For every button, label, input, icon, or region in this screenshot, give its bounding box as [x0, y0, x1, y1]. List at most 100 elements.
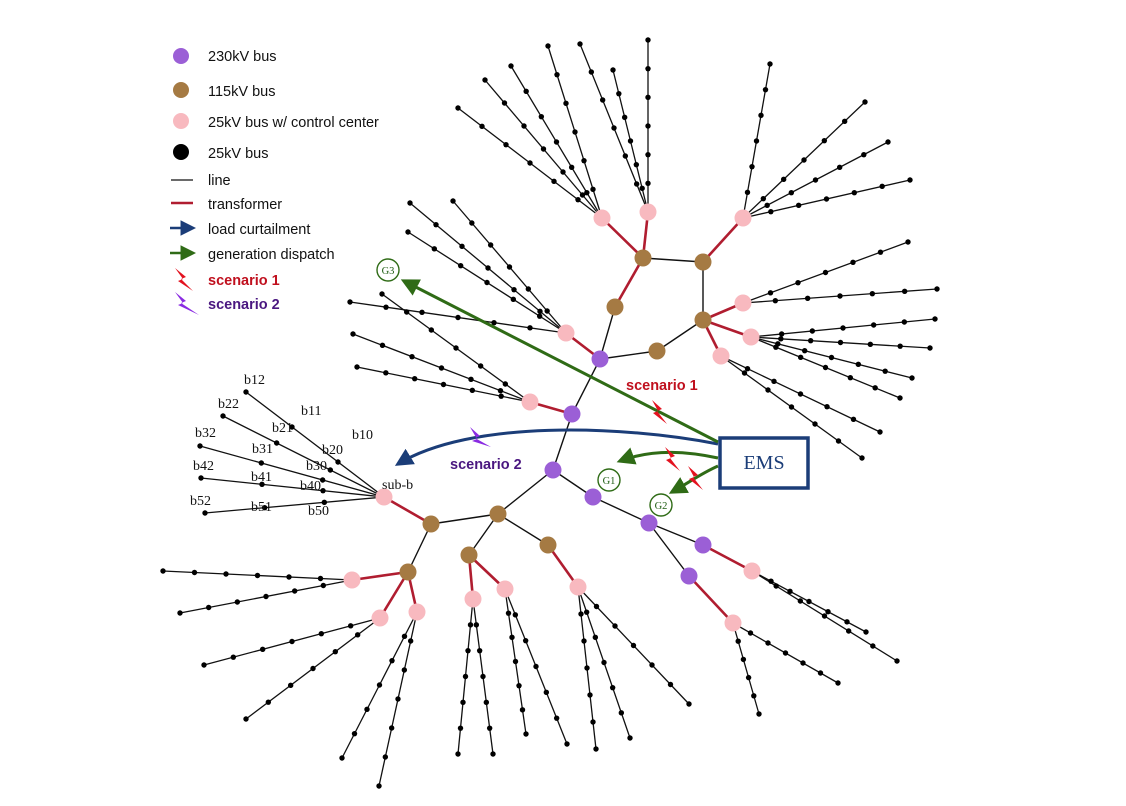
bus-tie-line [648, 522, 704, 546]
25kv-bus-dot [645, 151, 651, 158]
25kv-bus-dot [645, 37, 651, 43]
ems-label: EMS [743, 452, 784, 474]
25kv-control-center-bus [593, 209, 611, 227]
25kv-buses [160, 37, 940, 789]
25kv-bus-dot [797, 598, 804, 604]
25kv-bus-dot [773, 344, 779, 350]
25kv-bus-dot [364, 706, 370, 713]
25kv-bus-dot [762, 86, 769, 93]
25kv-bus-dot [401, 633, 408, 640]
transformer-link [613, 256, 645, 309]
25kv-bus-dot [869, 290, 876, 297]
generator-g1: G1 [597, 468, 621, 492]
legend-230kv-label: 230kV bus [208, 49, 277, 65]
25kv-bus-dot [350, 331, 356, 337]
25kv-bus-dot [491, 319, 497, 326]
25kv-bus-dot [801, 347, 808, 354]
25kv-bus-dot [510, 296, 517, 303]
bus-tie-line [430, 513, 499, 525]
25kv-bus-dot [455, 314, 461, 321]
25kv-bus-dot [351, 730, 358, 737]
25kv-bus-dot [480, 673, 486, 680]
25kv-control-center-bus [724, 614, 742, 632]
25kv-bus-dot [778, 331, 785, 337]
25kv-bus-dot [544, 308, 550, 314]
25kv-bus-dot [744, 365, 751, 372]
25kv-bus-dot [645, 180, 651, 187]
scenario-1-annotation: scenario 1 [626, 378, 698, 394]
25kv-bus-dot [901, 319, 908, 325]
distribution-line [245, 391, 385, 498]
25kv-bus-dot [645, 65, 651, 72]
25kv-bus-dot [740, 656, 747, 663]
25kv-bus-dot [630, 642, 637, 649]
25kv-bus-dot [601, 659, 607, 666]
25kv-bus-dot [649, 662, 655, 668]
25kv-bus-dot [383, 370, 389, 376]
25kv-bus-dot [861, 151, 867, 158]
transformer-link [378, 570, 410, 620]
25kv-bus-dot [403, 309, 410, 315]
25kv-bus-dot [243, 389, 249, 395]
25kv-bus-dot [821, 613, 828, 619]
25kv-bus-dot [822, 269, 829, 276]
25kv-bus-dot [263, 593, 269, 600]
25kv-bus-dot [841, 118, 848, 125]
25kv-bus-dot [223, 571, 229, 577]
25kv-bus-dot [787, 588, 793, 595]
25kv-bus-dot [512, 658, 519, 665]
25kv-bus-dot [354, 632, 361, 638]
25kv-bus-dot [835, 680, 841, 686]
25kv-bus-dot [438, 365, 445, 371]
25kv-bus-dot [502, 381, 509, 387]
25kv-bus-dot [320, 582, 327, 589]
25kv-bus-dot [749, 163, 755, 170]
25kv-bus-dot [220, 413, 226, 419]
bus-tie-line [656, 319, 704, 352]
25kv-bus-dot [254, 572, 261, 579]
legend-scenario-2-label: scenario 2 [208, 297, 280, 313]
25kv-bus-dot [807, 337, 814, 344]
major-buses [343, 203, 761, 632]
25kv-bus-dot [407, 200, 413, 206]
bus-label-b20: b20 [322, 443, 343, 458]
25kv-bus-dot [897, 395, 903, 401]
25kv-bus-dot [519, 707, 526, 713]
legend-230kv-swatch [173, 48, 189, 64]
legend-generation-dispatch-label: generation dispatch [208, 247, 335, 263]
25kv-bus-dot [932, 316, 938, 322]
25kv-bus-dot [286, 574, 292, 580]
25kv-bus-dot [645, 94, 651, 101]
25kv-bus-dot [870, 322, 877, 328]
25kv-bus-dot [633, 181, 640, 187]
25kv-bus-dot [291, 588, 298, 594]
25kv-bus-dot [764, 202, 770, 209]
25kv-bus-dot [627, 138, 634, 144]
25kv-bus-dot [587, 692, 593, 698]
25kv-bus-dot [780, 176, 787, 183]
generator-g2-label: G2 [655, 501, 668, 512]
230kv-bus [694, 536, 712, 554]
transformer-link [701, 216, 745, 264]
25kv-bus-dot [563, 100, 569, 107]
25kv-bus-dot [388, 725, 395, 731]
25kv-bus-dot [768, 578, 774, 584]
25kv-bus-dot [771, 378, 777, 385]
25kv-bus-dot [310, 665, 316, 672]
25kv-bus-dot [469, 387, 476, 394]
25kv-bus-dot [627, 735, 633, 741]
25kv-bus-dot [273, 440, 280, 446]
25kv-bus-dot [867, 341, 874, 348]
25kv-bus-dot [258, 460, 265, 466]
load-curtailment-arrow [394, 428, 719, 466]
25kv-bus-dot [347, 299, 353, 305]
25kv-bus-dot [318, 630, 325, 637]
25kv-bus-dot [581, 638, 587, 644]
legend-line-label: line [208, 173, 231, 189]
25kv-bus-dot [851, 189, 858, 196]
25kv-bus-dot [484, 279, 490, 286]
25kv-bus-dot [760, 195, 767, 202]
bus-tie-line [497, 513, 549, 546]
generator-g3-label: G3 [382, 266, 395, 277]
25kv-bus-dot [822, 364, 829, 371]
